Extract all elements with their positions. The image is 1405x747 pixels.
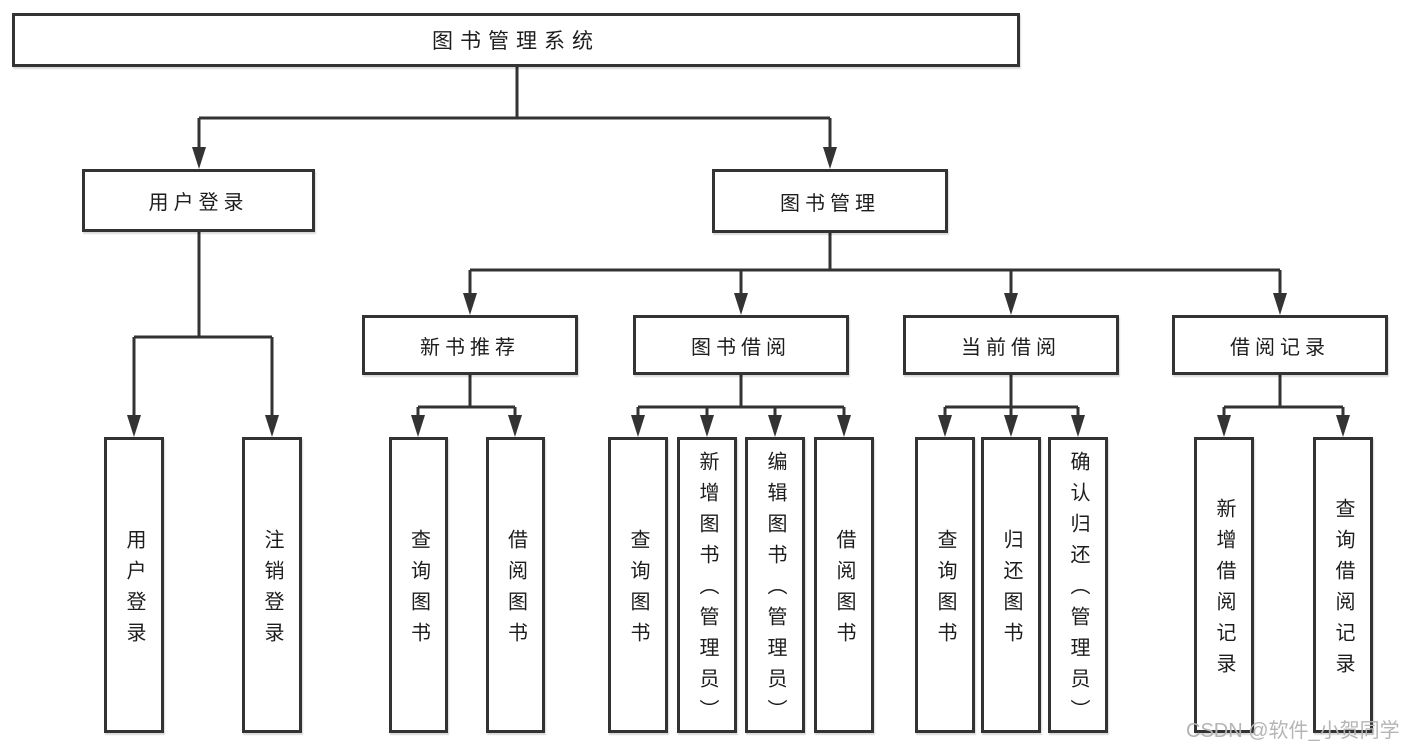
- leaf-query-book-recommend-label: 查询图书: [407, 528, 430, 653]
- connector-user-login-to-leaves: [132, 232, 274, 417]
- arrowhead: [700, 415, 714, 437]
- leaf-logout-label: 注销登录: [261, 528, 283, 653]
- node-library-system-label: 图书管理系统: [432, 30, 600, 53]
- connector-new-book-to-leaves: [416, 375, 517, 417]
- leaf-confirm-return-admin: 确认归还（管理员）: [1048, 437, 1108, 733]
- leaf-user-login: 用户登录: [104, 437, 164, 733]
- leaf-query-book-borrow-label: 查询图书: [627, 528, 649, 653]
- arrowhead: [463, 293, 477, 315]
- arrowhead: [768, 415, 782, 437]
- leaf-edit-book-admin-label: 编辑图书（管理员）: [764, 451, 786, 730]
- connector-borrow-records-to-leaves: [1222, 375, 1345, 417]
- leaf-query-book-current: 查询图书: [915, 437, 975, 733]
- node-current-borrow-label: 当前借阅: [961, 336, 1061, 359]
- leaf-borrow-book-recommend: 借阅图书: [486, 437, 545, 733]
- node-user-login-label: 用户登录: [148, 192, 249, 214]
- node-current-borrow: 当前借阅: [903, 315, 1119, 375]
- node-borrow-records: 借阅记录: [1172, 315, 1388, 375]
- arrowhead: [1004, 293, 1018, 315]
- node-book-borrow-label: 图书借阅: [691, 336, 791, 359]
- arrowhead: [192, 147, 206, 169]
- leaf-borrow-book-recommend-label: 借阅图书: [504, 528, 527, 653]
- arrowhead: [938, 415, 952, 437]
- arrowhead: [734, 293, 748, 315]
- arrowhead: [508, 415, 522, 437]
- arrowhead: [1336, 415, 1350, 437]
- leaf-return-book: 归还图书: [981, 437, 1041, 733]
- leaf-add-book-admin: 新增图书（管理员）: [677, 437, 737, 733]
- node-new-book-recommend: 新书推荐: [362, 315, 578, 375]
- arrowhead: [265, 415, 279, 437]
- arrowhead: [127, 415, 141, 437]
- arrowhead: [1273, 293, 1287, 315]
- leaf-query-book-recommend: 查询图书: [389, 437, 448, 733]
- leaf-query-book-borrow: 查询图书: [608, 437, 668, 733]
- leaf-edit-book-admin: 编辑图书（管理员）: [745, 437, 805, 733]
- leaf-confirm-return-admin-label: 确认归还（管理员）: [1067, 451, 1089, 730]
- csdn-watermark: CSDN @软件_小贺同学: [1186, 720, 1400, 742]
- node-user-login: 用户登录: [82, 169, 315, 232]
- leaf-query-borrow-record: 查询借阅记录: [1313, 437, 1373, 733]
- leaf-logout: 注销登录: [242, 437, 302, 733]
- node-library-system: 图书管理系统: [12, 13, 1020, 67]
- node-book-management: 图书管理: [712, 169, 948, 233]
- connector-root-to-level2: [197, 67, 832, 149]
- arrowhead: [1004, 415, 1018, 437]
- leaf-borrow-book: 借阅图书: [814, 437, 874, 733]
- arrowhead: [631, 415, 645, 437]
- arrowhead: [411, 415, 425, 437]
- node-new-book-recommend-label: 新书推荐: [420, 336, 520, 359]
- node-book-management-label: 图书管理: [780, 192, 880, 215]
- leaf-query-borrow-record-label: 查询借阅记录: [1332, 497, 1354, 684]
- leaf-add-borrow-record-label: 新增借阅记录: [1213, 497, 1235, 684]
- leaf-borrow-book-label: 借阅图书: [833, 528, 855, 653]
- leaf-user-login-label: 用户登录: [123, 528, 145, 653]
- leaf-add-book-admin-label: 新增图书（管理员）: [696, 451, 718, 730]
- connector-book-mgmt-to-level3: [468, 233, 1282, 295]
- leaf-query-book-current-label: 查询图书: [934, 528, 956, 653]
- connector-book-borrow-to-leaves: [636, 375, 846, 417]
- arrowhead: [1071, 415, 1085, 437]
- leaf-add-borrow-record: 新增借阅记录: [1194, 437, 1254, 733]
- connector-current-borrow-to-leaves: [943, 375, 1080, 417]
- arrowhead: [837, 415, 851, 437]
- leaf-return-book-label: 归还图书: [1000, 528, 1022, 653]
- node-book-borrow: 图书借阅: [633, 315, 849, 375]
- node-borrow-records-label: 借阅记录: [1230, 336, 1330, 359]
- arrowhead: [1217, 415, 1231, 437]
- arrowhead: [823, 147, 837, 169]
